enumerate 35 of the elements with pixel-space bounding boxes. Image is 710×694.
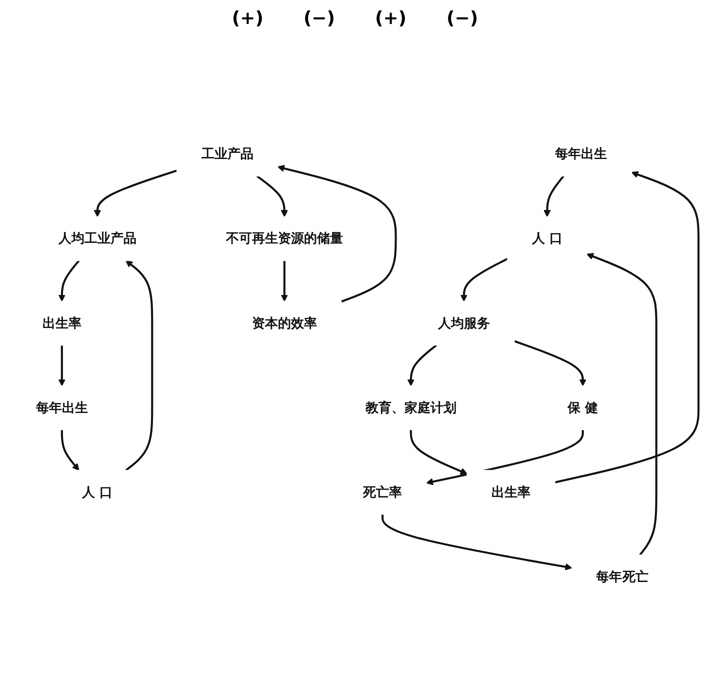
arrow (460, 258, 508, 302)
arrow (544, 175, 564, 218)
arrow (426, 430, 584, 486)
node-text: 保 健 (568, 400, 598, 416)
node-text: 死亡率 (363, 484, 402, 500)
arrow (410, 430, 468, 475)
node-text: 不可再生资源的储量 (226, 230, 343, 246)
arrow (382, 514, 572, 570)
loop-sign: (−) (446, 8, 478, 29)
node-text: 资本的效率 (252, 315, 317, 331)
arrow (277, 164, 397, 303)
arrow (407, 344, 437, 386)
node-text: 每年出生 (36, 400, 88, 416)
loop-sign: (+) (375, 8, 407, 29)
node-text: 人 口 (532, 230, 562, 246)
arrow (256, 175, 288, 218)
loop-sign: (−) (303, 8, 335, 29)
arrow (94, 170, 178, 218)
node-text: 教育、家庭计划 (365, 400, 456, 416)
node-text: 每年出生 (555, 146, 608, 162)
node-text: 人 口 (82, 484, 113, 500)
arrow (514, 340, 586, 386)
node-text: 出生率 (42, 315, 82, 331)
loop-sign: (+) (232, 8, 264, 29)
node-text: 工业产品 (201, 146, 254, 162)
node-text: 人均工业产品 (58, 230, 136, 246)
arrow (58, 345, 66, 386)
arrow (58, 260, 80, 302)
arrow (60, 430, 80, 471)
arrow (280, 260, 288, 302)
arrow (554, 171, 700, 484)
arrow (125, 260, 154, 472)
node-text: 人均服务 (438, 315, 490, 331)
arrow (586, 253, 658, 556)
node-text: 每年死亡 (596, 568, 648, 584)
